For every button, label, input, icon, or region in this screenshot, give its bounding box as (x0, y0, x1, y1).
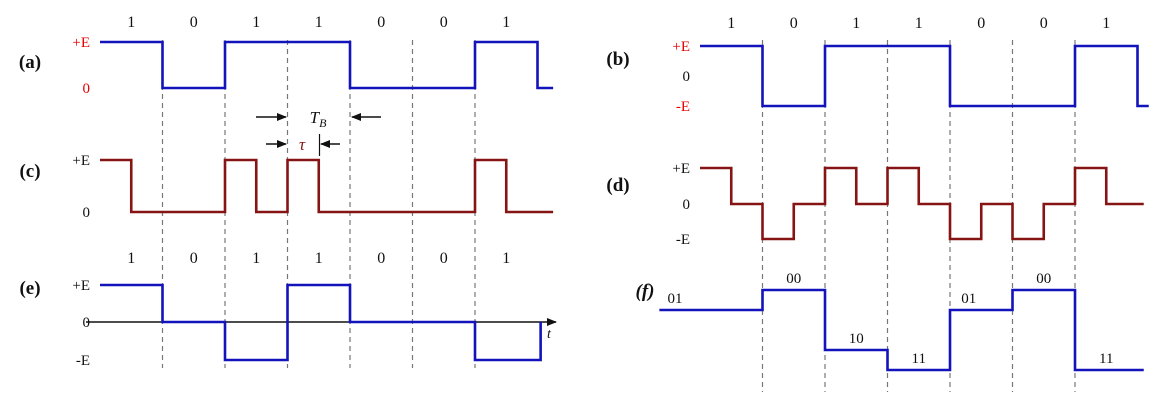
bit-label-a-6: 1 (502, 14, 510, 31)
bit-label-b-3: 1 (915, 15, 923, 32)
level-label-e--E: -E (76, 353, 90, 369)
panel-d-label: (d) (606, 175, 629, 196)
level-label-c-0: 0 (83, 205, 91, 221)
dibit-label-f: 10 (849, 331, 864, 347)
bit-label-a-1: 0 (190, 14, 198, 31)
level-label-b-0: 0 (683, 69, 691, 85)
dibit-label-f: 01 (668, 291, 683, 307)
bit-label-e-6: 1 (502, 250, 510, 267)
level-label-a-+E: +E (72, 35, 90, 51)
time-axis-label: t (547, 327, 552, 342)
bit-period-TB-label: TB (310, 108, 327, 130)
bit-label-a-4: 0 (377, 14, 385, 31)
pulse-width-tau-label: τ (299, 135, 306, 154)
waveform-d (700, 166, 1144, 241)
level-label-b--E: -E (676, 99, 690, 115)
waveform-a (100, 40, 554, 90)
level-label-d-+E: +E (672, 161, 690, 177)
dibit-label-f: 00 (786, 271, 801, 287)
bit-label-a-3: 1 (315, 14, 323, 31)
bit-label-e-5: 0 (440, 250, 448, 267)
panel-f-label: (f) (636, 281, 655, 302)
level-label-a-0: 0 (83, 81, 91, 97)
waveform-f (659, 288, 1144, 372)
bit-label-b-6: 1 (1102, 15, 1110, 32)
level-label-d--E: -E (676, 232, 690, 248)
level-label-c-+E: +E (72, 153, 90, 169)
bit-label-a-0: 1 (127, 14, 135, 31)
bit-label-b-1: 0 (790, 15, 798, 32)
bit-label-b-4: 0 (977, 15, 985, 32)
bit-label-b-5: 0 (1040, 15, 1048, 32)
bit-label-e-3: 1 (315, 250, 323, 267)
panel-e-label: (e) (19, 278, 40, 299)
panel-c-label: (c) (19, 161, 40, 182)
waveform-b (700, 44, 1149, 108)
dibit-label-f: 01 (961, 291, 976, 307)
panel-b: (b) +E 0 -E 1 0 1 1 0 0 1 (606, 15, 1149, 115)
panel-a-label: (a) (19, 52, 41, 73)
bit-label-e-2: 1 (252, 250, 260, 267)
panel-f: (f) 01 00 10 11 01 00 11 (636, 271, 1144, 372)
bit-label-a-5: 0 (440, 14, 448, 31)
level-label-e-+E: +E (72, 278, 90, 294)
bit-label-b-2: 1 (852, 15, 860, 32)
level-label-b-+E: +E (672, 39, 690, 55)
panel-d: (d) +E 0 -E (606, 161, 1144, 248)
panel-a: (a) +E 0 1 0 1 1 0 0 1 (19, 14, 554, 97)
level-label-d-0: 0 (683, 197, 691, 213)
dibit-label-f: 11 (912, 351, 926, 367)
bit-label-e-1: 0 (190, 250, 198, 267)
bit-label-e-0: 1 (127, 250, 135, 267)
bit-label-b-0: 1 (727, 15, 735, 32)
panel-c: (c) +E 0 TBτ (19, 108, 554, 221)
panel-b-label: (b) (606, 49, 629, 70)
level-label-e-0: 0 (83, 315, 91, 331)
waveform-e (100, 283, 542, 362)
dibit-label-f: 11 (1099, 351, 1113, 367)
waveform-c (100, 158, 554, 214)
dibit-label-f: 00 (1036, 271, 1051, 287)
bit-label-e-4: 0 (377, 250, 385, 267)
panel-e: (e) +E 0 -E 1 0 1 1 0 0 1 t (19, 250, 557, 369)
bit-label-a-2: 1 (252, 14, 260, 31)
